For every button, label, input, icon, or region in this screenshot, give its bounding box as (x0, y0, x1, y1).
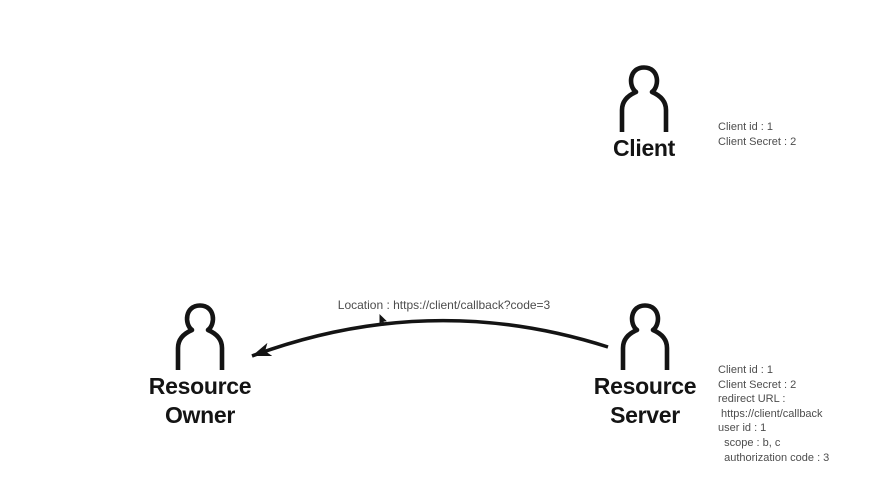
person-icon (620, 303, 670, 370)
note-line: Client id : 1 (718, 121, 774, 133)
actor-client-label: Client (612, 135, 676, 161)
person-icon (619, 65, 669, 132)
note-line: Client Secret : 2 (718, 135, 797, 148)
note-line: scope : b, c (718, 436, 781, 449)
resource-server-notes: Client id : 1 Client Secret : 2 redirect U… (718, 363, 829, 465)
actor-resource-owner-label: Resource Owner (148, 373, 252, 428)
note-line: redirect URL : (718, 393, 786, 406)
note-line: authorization code : 3 (718, 451, 830, 464)
actor-client: Client (564, 62, 724, 163)
actor-resource-server: Resource Server (565, 300, 725, 430)
note-line: https://client/callback (718, 407, 823, 420)
note-line: Client Secret : 2 (718, 378, 797, 391)
note-line: user id : 1 (718, 422, 767, 435)
actor-resource-owner: Resource Owner (120, 300, 280, 430)
note-line: Client id : 1 (718, 364, 774, 376)
redirect-arrow-label: Location : https://client/callback?code=… (337, 298, 551, 312)
mouse-cursor-icon (379, 314, 387, 326)
client-notes: Client id : 1 Client Secret : 2 (718, 120, 796, 149)
redirect-arrow-path (251, 318, 609, 358)
person-icon (175, 303, 225, 370)
actor-resource-server-label: Resource Server (593, 373, 697, 428)
